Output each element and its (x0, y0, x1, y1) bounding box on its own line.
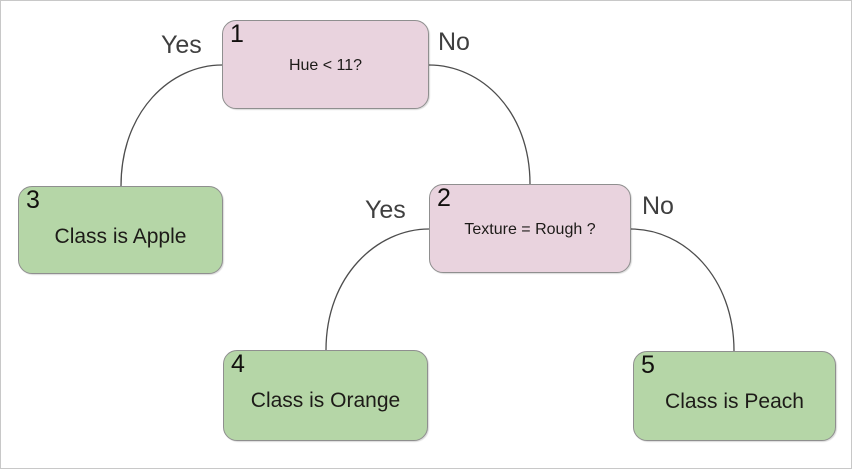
node-2-id: 2 (437, 184, 451, 212)
node-5-label: Class is Peach (665, 390, 804, 413)
node-4-leaf[interactable]: 4 Class is Orange (223, 350, 428, 441)
node-1-label: Hue < 11? (288, 57, 363, 74)
edge-1-to-3 (120, 64, 223, 187)
node-3-id: 3 (26, 186, 40, 214)
edge-label-2-to-5: No (642, 192, 674, 220)
node-3-label: Class is Apple (54, 225, 187, 248)
node-5-id: 5 (641, 351, 655, 379)
node-1-id: 1 (230, 20, 244, 48)
node-4-label: Class is Orange (250, 389, 401, 412)
edge-1-to-2 (428, 64, 531, 185)
node-2-decision[interactable]: 2 Texture = Rough ? (429, 184, 631, 273)
node-4-id: 4 (231, 350, 245, 378)
edge-label-1-to-3: Yes (161, 31, 202, 59)
node-5-leaf[interactable]: 5 Class is Peach (633, 351, 836, 441)
edge-2-to-5 (630, 228, 735, 352)
edge-label-2-to-4: Yes (365, 196, 406, 224)
edge-2-to-4 (325, 228, 430, 351)
node-3-leaf[interactable]: 3 Class is Apple (18, 186, 223, 274)
node-2-label: Texture = Rough ? (464, 221, 596, 238)
node-1-decision[interactable]: 1 Hue < 11? (222, 20, 429, 109)
edge-label-1-to-2: No (438, 28, 470, 56)
